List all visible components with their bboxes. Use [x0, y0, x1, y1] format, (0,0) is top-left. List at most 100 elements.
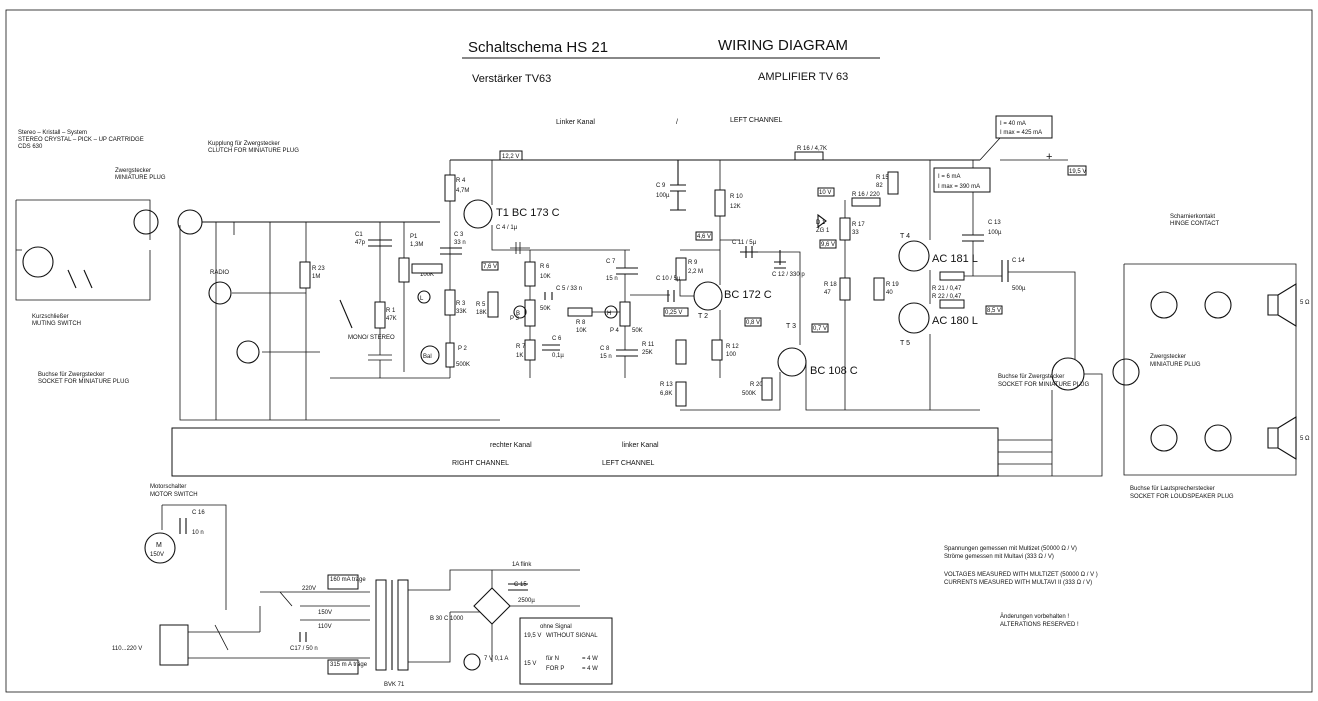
c10-label: C 10 / 5µ	[656, 276, 681, 282]
r21-label: R 21 / 0,47	[932, 286, 962, 292]
r18-label: R 18	[824, 282, 837, 288]
speaker-plug-en: MINIATURE PLUG	[1150, 362, 1201, 368]
c14-value: 500µ	[1012, 286, 1026, 292]
r3-label: R 3	[456, 301, 466, 307]
notes-block: Spannungen gemessen mit Multizet (50000 …	[944, 546, 1098, 628]
motor-symbol	[144, 532, 176, 564]
c16-label: C 16	[192, 510, 205, 516]
title-en: WIRING DIAGRAM	[718, 37, 848, 54]
channel-separator: /	[676, 119, 678, 126]
r2-value: 100K	[420, 272, 434, 278]
output-socket-en: SOCKET FOR MINIATURE PLUG	[998, 382, 1089, 388]
mono-stereo-label: MONO/ STEREO	[348, 335, 395, 341]
output-socket-de: Buchse für Zwergstecker	[998, 374, 1064, 380]
r17-value: 33	[852, 230, 859, 236]
title-block: Schaltschema HS 21 WIRING DIAGRAM Verstä…	[462, 37, 880, 126]
right-channel-en: RIGHT CHANNEL	[452, 460, 509, 467]
r10-label: R 10	[730, 194, 743, 200]
title-de: Schaltschema HS 21	[468, 39, 608, 56]
r18-value: 47	[824, 290, 831, 296]
c13-label: C 13	[988, 220, 1001, 226]
no-signal-de: ohne Signal	[540, 624, 572, 630]
d1-label: D 1	[816, 220, 826, 226]
channel-label-en: LEFT CHANNEL	[730, 117, 782, 124]
load-de: für N	[546, 656, 559, 662]
r12-value: 100	[726, 352, 737, 358]
speaker-bottom-impedance: 5 Ω	[1300, 436, 1310, 442]
motor-switch-en: MOTOR SWITCH	[150, 492, 198, 498]
d1-value: ZG 1	[816, 228, 830, 234]
r11-value: 25K	[642, 350, 653, 356]
output-spec-box	[519, 617, 613, 685]
c15-label: C 15	[514, 582, 527, 588]
voltage-8-5: 8,5 V	[987, 308, 1001, 314]
motor-label: M	[156, 542, 162, 549]
voltage-7-6: 7,6 V	[483, 264, 497, 270]
power-supply: Motorschalter MOTOR SWITCH C 16 10 n M 1…	[112, 484, 613, 688]
voltage-9-6: 9,6 V	[821, 242, 835, 248]
radio-socket-symbol	[208, 281, 232, 305]
c3-value: 33 n	[454, 240, 466, 246]
r23-value: 1M	[312, 274, 320, 280]
socket-en: SOCKET FOR MINIATURE PLUG	[38, 379, 129, 385]
p2-value: 500K	[456, 362, 470, 368]
voltage-0-8: 0,8 V	[746, 320, 760, 326]
r4-label: R 4	[456, 178, 466, 184]
speaker-plug-de: Zwergstecker	[1150, 354, 1186, 360]
r13-label: R 13	[660, 382, 673, 388]
r20-value: 500K	[742, 391, 756, 397]
voltage-19-5: 19,5 V	[1069, 169, 1086, 175]
pilot-lamp	[463, 653, 481, 671]
transformer-label: BVK 71	[384, 682, 405, 688]
p4-label: P 4	[610, 328, 620, 334]
t5-transistor	[898, 302, 930, 334]
miniature-plug-symbol	[133, 209, 159, 235]
rectifier-bridge	[473, 587, 511, 625]
t4-label: T 4	[900, 233, 910, 240]
fuse-1a: 1A flink	[512, 562, 532, 568]
clutch-en: CLUTCH FOR MINIATURE PLUG	[208, 148, 299, 154]
fuse-315ma: 315 m A träge	[330, 662, 368, 668]
t3-type: BC 108 C	[810, 365, 858, 377]
left-channel-en: LEFT CHANNEL	[602, 460, 654, 467]
supply1-current: I = 40 mA	[1000, 121, 1026, 127]
voltage-12-2: 12,2 V	[502, 154, 519, 160]
speaker-bottom-icon	[1267, 416, 1297, 460]
p4-value: 50K	[632, 328, 643, 334]
voltage-0-7: 0,7 V	[813, 326, 827, 332]
t1-transistor	[463, 199, 493, 229]
c11-label: C 11 / 5µ	[732, 240, 757, 246]
c7-label: C 7	[606, 259, 616, 265]
tap-150v: 150V	[318, 610, 332, 616]
output-stage: R 16 / 4,7K R 15 82 10 V R 16 / 220 D 1 …	[794, 115, 1089, 410]
p1-label: P1	[410, 234, 418, 240]
c15-value: 2500µ	[518, 598, 535, 604]
r23-label: R 23	[312, 266, 325, 272]
note-voltages-en: VOLTAGES MEASURED WITH MULTIZET (50000 Ω…	[944, 572, 1098, 578]
r8-label: R 8	[576, 320, 586, 326]
no-signal-voltage: 19,5 V	[524, 633, 541, 639]
supply1-max: I max = 425 mA	[1000, 130, 1042, 136]
r15-label: R 15	[876, 175, 889, 181]
c16-value: 10 n	[192, 530, 204, 536]
speaker-miniature-plug	[1112, 358, 1140, 386]
c12-label: C 12 / 330 p	[772, 272, 805, 278]
voltage-10: 10 V	[819, 190, 831, 196]
balance-l-marker: L	[420, 296, 424, 302]
c13-value: 100µ	[988, 230, 1002, 236]
sheet-frame	[5, 9, 1313, 693]
t3-label: T 3	[786, 323, 796, 330]
motor-voltage: 150V	[150, 552, 164, 558]
speaker-section: Scharnierkontakt HINGE CONTACT 5 Ω 5 Ω Z…	[1112, 214, 1310, 500]
radio-label: RADIO	[210, 270, 229, 276]
c4-label: C 4 / 1µ	[496, 225, 518, 231]
speaker-plug-2	[1204, 291, 1232, 319]
muting-en: MUTING SWITCH	[32, 321, 81, 327]
r16b-label: R 16 / 220	[852, 192, 880, 198]
p3-label: P 3	[510, 316, 520, 322]
c14-label: C 14	[1012, 258, 1025, 264]
bass-marker: B	[516, 311, 520, 317]
note-alterations-en: ALTERATIONS RESERVED !	[1000, 622, 1079, 628]
